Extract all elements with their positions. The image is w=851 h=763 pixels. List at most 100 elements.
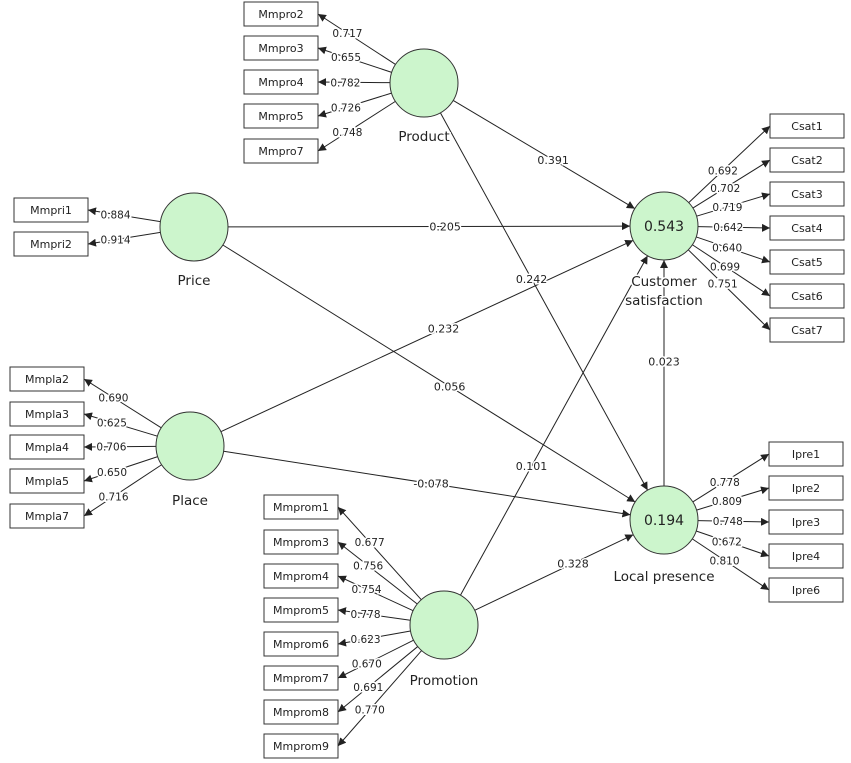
indicator-mmpro3[interactable]: Mmpro3 <box>243 35 319 61</box>
loading-value-csat7: 0.751 <box>708 278 738 290</box>
indicator-box[interactable] <box>9 366 85 392</box>
indicator-mmpla2[interactable]: Mmpla2 <box>9 366 85 392</box>
indicator-box[interactable] <box>769 215 845 241</box>
path-product-to-local <box>439 112 649 491</box>
indicator-box[interactable] <box>243 35 319 61</box>
indicator-mmpri1[interactable]: Mmpri1 <box>13 197 89 223</box>
indicator-label: Mmprom8 <box>273 706 329 719</box>
indicator-box[interactable] <box>13 197 89 223</box>
indicator-label: Ipre2 <box>792 482 820 495</box>
indicator-mmprom7[interactable]: Mmprom7 <box>263 665 339 691</box>
indicator-label: Mmprom1 <box>273 501 329 514</box>
indicator-box[interactable] <box>243 69 319 95</box>
indicator-label: Ipre3 <box>792 516 820 529</box>
loading-value-mmprom1: 0.677 <box>355 537 385 549</box>
path-price-to-local <box>222 244 636 503</box>
indicator-mmprom5[interactable]: Mmprom5 <box>263 597 339 623</box>
indicator-csat2[interactable]: Csat2 <box>769 147 845 173</box>
indicator-mmprom4[interactable]: Mmprom4 <box>263 563 339 589</box>
r-squared-value: 0.543 <box>644 219 684 235</box>
indicator-csat3[interactable]: Csat3 <box>769 181 845 207</box>
construct-circle[interactable] <box>409 590 479 660</box>
construct-circle[interactable] <box>629 485 699 555</box>
indicator-box[interactable] <box>263 733 339 759</box>
construct-product[interactable]: Product <box>389 48 459 147</box>
indicator-csat1[interactable]: Csat1 <box>769 113 845 139</box>
indicator-box[interactable] <box>9 434 85 460</box>
indicator-csat5[interactable]: Csat5 <box>769 249 845 275</box>
indicator-ipre3[interactable]: Ipre3 <box>768 509 844 535</box>
indicator-box[interactable] <box>768 543 844 569</box>
indicator-box[interactable] <box>769 181 845 207</box>
indicator-ipre6[interactable]: Ipre6 <box>768 577 844 603</box>
indicator-ipre1[interactable]: Ipre1 <box>768 441 844 467</box>
indicator-box[interactable] <box>9 401 85 427</box>
indicator-box[interactable] <box>243 1 319 27</box>
indicator-box[interactable] <box>263 597 339 623</box>
indicator-mmprom6[interactable]: Mmprom6 <box>263 631 339 657</box>
indicator-box[interactable] <box>768 475 844 501</box>
indicator-box[interactable] <box>263 563 339 589</box>
construct-circle[interactable] <box>159 192 229 262</box>
indicator-box[interactable] <box>9 503 85 529</box>
indicator-box[interactable] <box>769 249 845 275</box>
indicator-box[interactable] <box>768 577 844 603</box>
indicator-box[interactable] <box>9 468 85 494</box>
indicator-mmpro2[interactable]: Mmpro2 <box>243 1 319 27</box>
indicator-label: Csat4 <box>791 222 822 235</box>
indicator-label: Csat1 <box>791 120 822 133</box>
indicator-box[interactable] <box>769 283 845 309</box>
construct-circle[interactable] <box>155 411 225 481</box>
indicator-box[interactable] <box>769 113 845 139</box>
indicator-mmpro7[interactable]: Mmpro7 <box>243 138 319 164</box>
indicator-mmprom9[interactable]: Mmprom9 <box>263 733 339 759</box>
indicator-csat7[interactable]: Csat7 <box>769 317 845 343</box>
indicator-mmprom1[interactable]: Mmprom1 <box>263 494 339 520</box>
indicator-box[interactable] <box>769 317 845 343</box>
indicator-mmprom8[interactable]: Mmprom8 <box>263 699 339 725</box>
indicator-box[interactable] <box>263 665 339 691</box>
indicator-mmpla7[interactable]: Mmpla7 <box>9 503 85 529</box>
indicator-mmpla3[interactable]: Mmpla3 <box>9 401 85 427</box>
loading-link-mmprom6 <box>337 630 411 647</box>
indicator-label: Mmpla4 <box>25 441 69 454</box>
indicator-box[interactable] <box>768 441 844 467</box>
loading-link-csat1 <box>688 125 771 204</box>
indicator-ipre2[interactable]: Ipre2 <box>768 475 844 501</box>
construct-promotion[interactable]: Promotion <box>408 590 480 691</box>
indicator-csat6[interactable]: Csat6 <box>769 283 845 309</box>
construct-circle[interactable] <box>629 191 699 261</box>
loading-value-mmprom4: 0.754 <box>352 584 382 596</box>
indicator-mmpro5[interactable]: Mmpro5 <box>243 103 319 129</box>
indicator-box[interactable] <box>263 631 339 657</box>
loading-value-mmpro5: 0.726 <box>331 102 361 114</box>
indicator-box[interactable] <box>243 103 319 129</box>
indicator-box[interactable] <box>263 699 339 725</box>
indicator-ipre4[interactable]: Ipre4 <box>768 543 844 569</box>
indicator-csat4[interactable]: Csat4 <box>769 215 845 241</box>
loading-link-mmpla2 <box>83 378 162 429</box>
indicator-box[interactable] <box>263 494 339 520</box>
indicator-mmpri2[interactable]: Mmpri2 <box>13 231 89 257</box>
indicator-mmpla4[interactable]: Mmpla4 <box>9 434 85 460</box>
indicator-box[interactable] <box>13 231 89 257</box>
path-promotion-to-local <box>474 534 634 611</box>
indicator-box[interactable] <box>769 147 845 173</box>
indicator-mmpro4[interactable]: Mmpro4 <box>243 69 319 95</box>
indicator-box[interactable] <box>243 138 319 164</box>
indicator-mmpla5[interactable]: Mmpla5 <box>9 468 85 494</box>
loading-value-mmprom7: 0.670 <box>352 659 382 671</box>
indicator-label: Mmpro5 <box>258 110 303 123</box>
indicator-box[interactable] <box>768 509 844 535</box>
loading-link-mmpla5 <box>83 456 158 483</box>
loading-value-mmpro2: 0.717 <box>332 28 362 40</box>
indicator-box[interactable] <box>263 529 339 555</box>
construct-place[interactable]: Place <box>155 411 225 511</box>
loading-link-mmprom4 <box>337 575 414 612</box>
indicator-mmprom3[interactable]: Mmprom3 <box>263 529 339 555</box>
construct-circle[interactable] <box>389 48 459 118</box>
path-product-to-csat <box>452 99 636 210</box>
construct-price[interactable]: Price <box>159 192 229 291</box>
